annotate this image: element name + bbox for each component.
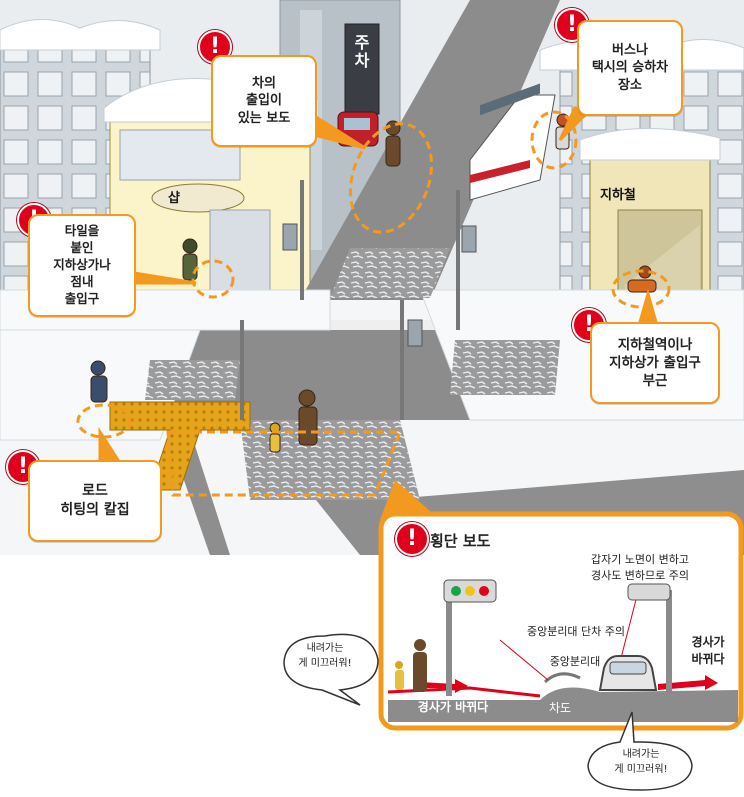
detail-ground: [388, 687, 738, 722]
callout-line: 지하상가 출입구: [609, 354, 701, 371]
callout-bus-taxi-stop: 버스나 택시의 승하차 장소: [577, 20, 683, 116]
detail-pedestrians: [395, 639, 427, 692]
callout-line: 택시의 승하차: [591, 60, 669, 76]
crosswalk-icy-right: [450, 340, 560, 395]
shop-sign: 샵: [168, 191, 180, 206]
speech-bubble-bottom: [587, 711, 693, 791]
note-line: 경사가: [691, 635, 725, 649]
callout-line: 버스나: [612, 42, 648, 58]
note-sudden-change: 갑자기 노면이 변하고 경사도 변하므로 주의: [575, 552, 705, 584]
speech-bubble-left: [283, 633, 379, 706]
callout-driveway-sidewalk: 차의 출입이 있는 보도: [211, 55, 317, 147]
callout-line: 타일을: [64, 223, 100, 239]
callout-line: 차의: [252, 75, 276, 91]
car-icon: [598, 655, 658, 691]
crosswalk-icy-top: [330, 248, 450, 298]
bubble-line: 게 미끄러워!: [298, 657, 352, 669]
note-roadway: 차도: [548, 701, 572, 715]
callout-line: 로드: [82, 483, 108, 500]
callout-line: 지하상가나: [53, 257, 111, 273]
parking-sign-char: 차: [354, 50, 370, 70]
callout-line: 출입이: [246, 93, 282, 109]
shop-sign-plate: [151, 183, 245, 213]
speech-bubble-bottom-text: 내려가는 게 미끄러워!: [596, 748, 686, 777]
note-line: 경사도 변하므로 주의: [590, 568, 690, 582]
note-median: 중앙분리대: [549, 655, 601, 668]
traffic-light-icon: [443, 579, 672, 696]
note-line: 갑자기 노면이 변하고: [590, 553, 690, 566]
crosswalk-icy-left: [145, 360, 240, 400]
parking-sign-char: 주: [354, 33, 370, 52]
bubble-line: 내려가는: [306, 643, 344, 654]
pedestrians: [90, 113, 657, 453]
callout-subway-entrance: 지하철역이나 지하상가 출입구 부근: [590, 322, 720, 404]
callout-line: 점내: [70, 273, 94, 289]
note-slope-change-bottom: 경사가 바뀌다: [417, 700, 489, 714]
detail-pointer: [380, 480, 440, 520]
callout-line: 부근: [642, 373, 668, 390]
callout-line: 있는 보도: [237, 110, 291, 126]
parking-sign-board: [344, 23, 380, 115]
exclamation-circle-icon: [395, 522, 429, 556]
speech-bubble-left-text: 내려가는 게 미끄러워!: [284, 642, 366, 671]
traffic-lights: [240, 180, 477, 420]
tactile-paving: [109, 401, 251, 491]
bubble-line: 게 미끄러워!: [614, 763, 668, 775]
callout-line: 히팅의 칼집: [60, 502, 130, 518]
bubble-line: 내려가는: [622, 749, 660, 760]
callout-road-heating: 로드 히팅의 칼집: [28, 460, 162, 542]
note-median-step: 중앙분리대 단차 주의: [526, 625, 626, 638]
callout-tiled-entrance: 타일을 붙인 지하상가나 점내 출입구: [28, 214, 136, 317]
detail-title: 횡단 보도: [430, 532, 491, 550]
callout-line: 지하철역이나: [617, 336, 693, 353]
note-slope-change-right: 경사가 바뀌다: [682, 634, 734, 669]
bus: [469, 83, 556, 201]
callout-line: 붙인: [70, 240, 94, 256]
crosswalk-icy-bottom: [240, 420, 420, 500]
note-line: 바뀌다: [691, 652, 725, 667]
callout-line: 장소: [618, 77, 642, 93]
parking-sign: 주 차: [349, 34, 375, 69]
callout-line: 출입구: [64, 290, 100, 306]
subway-sign: 지하철: [600, 188, 636, 203]
